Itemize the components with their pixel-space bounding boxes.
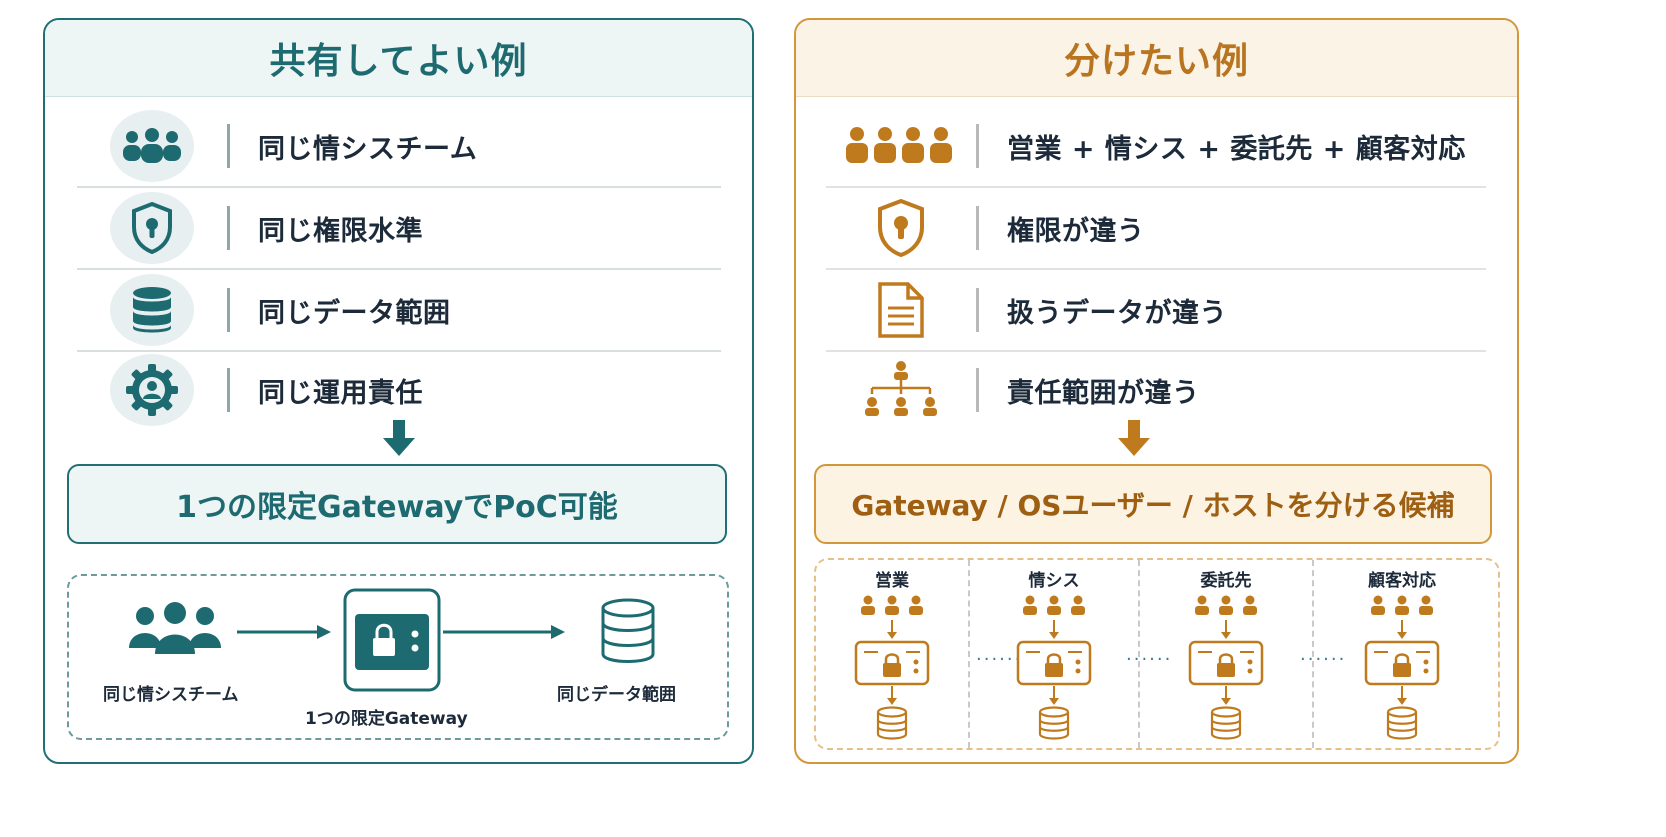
list-item: 同じ運用責任 [77,350,721,430]
org-chart-icon [865,361,937,416]
gateway-column [1016,595,1092,740]
list-item-label: 同じデータ範囲 [258,297,451,329]
conclusion-box: Gateway / OSユーザー / ホストを分ける候補 [814,464,1492,544]
gateway-lock-icon [343,588,441,692]
flow-gateway-label: 1つの限定Gateway [305,709,468,729]
arrow-down-icon [1118,420,1150,456]
gateway-column [854,595,930,740]
arrow-down-icon [383,420,415,456]
people-group-icon [846,127,952,163]
gateway-column [1364,595,1440,740]
column-label: 委託先 [1200,571,1252,591]
separator-dots: ...... [1126,644,1173,665]
list-item-label: 同じ情シスチーム [258,133,478,165]
database-icon [110,274,194,346]
list-item: 同じ権限水準 [77,188,721,270]
flow-diagram: 同じ情シスチーム 1つの限定Gateway 同じデータ範囲 [67,574,729,740]
panel-title: 分けたい例 [796,20,1517,97]
database-icon [601,598,655,663]
list-item-label: 扱うデータが違う [1007,297,1227,329]
list-item-label: 責任範囲が違う [1007,377,1200,409]
list-item: 同じデータ範囲 [77,270,721,352]
shareable-example-panel: 共有してよい例 同じ情シスチーム [43,18,754,764]
list-item: 責任範囲が違う [826,350,1486,430]
shield-lock-icon [110,192,194,264]
arrow-right-icon [237,625,331,639]
separator-dots: ...... [976,644,1023,665]
column-label: 情シス [1028,571,1080,591]
list-item: 同じ情シスチーム [77,106,721,188]
list-item: 扱うデータが違う [826,270,1486,352]
arrow-right-icon [443,625,565,639]
list-item: 営業 + 情シス + 委託先 + 顧客対応 [826,106,1486,188]
gateway-column [1188,595,1264,740]
shield-lock-icon [878,198,924,258]
gear-person-icon [110,354,194,426]
list-item-label: 同じ権限水準 [258,215,423,247]
list-item: 権限が違う [826,188,1486,270]
document-icon [878,282,924,338]
separated-gateways-diagram: 営業 情シス 委託先 顧客対応 ...... ...... ...... [814,558,1500,750]
flow-target-label: 同じデータ範囲 [557,685,676,705]
panel-title: 共有してよい例 [45,20,752,97]
separator-dots: ...... [1300,644,1347,665]
column-label: 顧客対応 [1368,571,1436,591]
team-icon [110,110,194,182]
separate-example-panel: 分けたい例 営業 + 情シス + 委託先 + 顧客対応 権限が違う [794,18,1519,764]
flow-source-label: 同じ情シスチーム [103,685,239,705]
list-item-label: 営業 + 情シス + 委託先 + 顧客対応 [1007,133,1466,165]
conclusion-box: 1つの限定GatewayでPoC可能 [67,464,727,544]
team-icon [129,602,221,654]
column-label: 営業 [875,571,909,591]
list-item-label: 権限が違う [1007,215,1145,247]
list-item-label: 同じ運用責任 [258,377,423,409]
